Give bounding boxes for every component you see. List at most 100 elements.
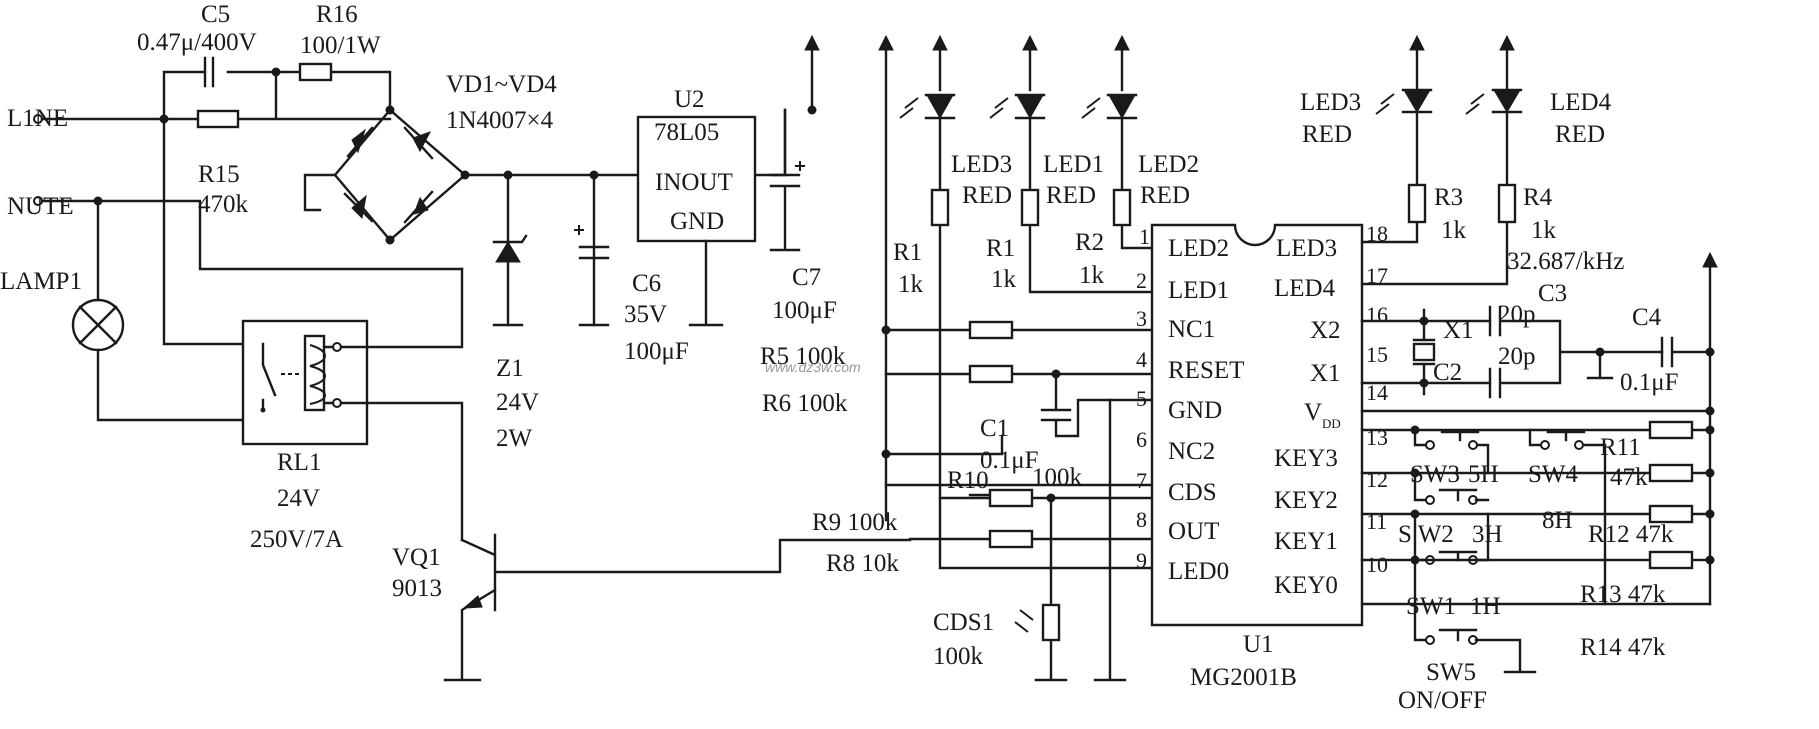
u1-pin15-num: 15	[1366, 342, 1388, 367]
led3l-color: RED	[962, 182, 1012, 209]
u1-pin13-label: KEY3	[1274, 445, 1338, 472]
r10-resistor	[988, 488, 1034, 508]
u1-pin12-label: KEY2	[1274, 487, 1338, 514]
r16-name: R16	[316, 1, 358, 28]
r15-name: R15	[198, 161, 240, 188]
c6-capacitor	[578, 245, 610, 260]
led4r-name: LED4	[1550, 89, 1612, 116]
lamp-label: LAMP1	[0, 268, 82, 295]
r1a-value: 1k	[898, 271, 924, 298]
r1a-name: R1	[893, 239, 922, 266]
sw4-name: SW4	[1528, 461, 1579, 488]
c5-name: C5	[201, 1, 230, 28]
u1-pin16-label: X2	[1310, 317, 1341, 344]
vq1-part: 9013	[392, 575, 442, 602]
u1-pin17-label: LED4	[1274, 275, 1336, 302]
u1-pin4-num: 4	[1136, 347, 1147, 372]
c6-name: C6	[632, 270, 661, 297]
u1-pin9-num: 9	[1136, 548, 1147, 573]
r11-resistor	[1648, 420, 1694, 440]
cds1-name: CDS1	[933, 609, 994, 636]
led2l-color: RED	[1140, 182, 1190, 209]
r4-resistor	[1497, 183, 1517, 224]
r12-resistor	[1648, 463, 1694, 483]
u1-pin3-label: NC1	[1168, 316, 1215, 343]
r3-resistor	[1407, 183, 1427, 224]
u2-pins-bottom: GND	[670, 208, 724, 235]
r10-value: 100k	[1032, 464, 1083, 491]
relay-rl1: RL1 24V 250V/7A	[241, 267, 464, 553]
cds1-value: 100k	[933, 643, 984, 670]
u1-vdd-sub: DD	[1322, 416, 1341, 431]
u1-pin6-num: 6	[1136, 427, 1147, 452]
c4-value: 0.1μF	[1620, 369, 1679, 396]
u1-pin9-label: LED0	[1168, 558, 1229, 585]
u1-pin2-num: 2	[1136, 268, 1147, 293]
led2l-name: LED2	[1138, 151, 1199, 178]
c3-name: C3	[1538, 280, 1567, 307]
u1-pin3-num: 3	[1136, 306, 1147, 331]
r9-label: R9 100k	[812, 509, 898, 536]
r11-value: 47k	[1610, 464, 1648, 491]
power-supply: Z1 24V 2W C6 35V 100μF U2 78L05 INOUT GN…	[463, 34, 837, 452]
u1-pin17-num: 17	[1366, 263, 1388, 288]
c1-name: C1	[980, 415, 1009, 442]
sw5-switch	[1413, 558, 1537, 674]
u2-name: U2	[674, 86, 705, 113]
u1-pin12-num: 12	[1366, 467, 1388, 492]
sw5-name: SW5	[1426, 659, 1476, 686]
r10-name: R10	[947, 467, 989, 494]
u1-pin16-num: 16	[1366, 302, 1388, 327]
cds1-ldr	[1041, 603, 1061, 642]
c5-value: 0.47μ/400V	[137, 29, 257, 56]
u1-pin6-label: NC2	[1168, 438, 1215, 465]
r2-name: R2	[1075, 229, 1104, 256]
right-leds: LED3 RED LED4 RED R3 1k R4 1k 32.687/kHz	[1300, 34, 1624, 286]
r6-label: R6 100k	[762, 390, 848, 417]
u1-vdd-label: V	[1304, 399, 1322, 426]
sw3-time: 5H	[1468, 461, 1499, 488]
sw3-name: SW3	[1410, 461, 1460, 488]
u1-pin4-label: RESET	[1168, 357, 1244, 384]
nute-label: NUTE	[7, 193, 74, 220]
vq1-name: VQ1	[392, 544, 441, 571]
u1-pin5-label: GND	[1168, 397, 1222, 424]
sw1-time: 1H	[1470, 593, 1501, 620]
led1l-color: RED	[1046, 182, 1096, 209]
rl1-rating: 250V/7A	[250, 526, 343, 553]
line-label: L1NE	[7, 105, 68, 132]
sw2-name: S W2	[1398, 521, 1454, 548]
sw3-switch	[1413, 428, 1490, 475]
oscillator: X1 C2 20p C3 20p C4 0.1μF	[1360, 251, 1718, 399]
c2-value: 20p	[1498, 343, 1536, 370]
crystal-x1	[1412, 342, 1436, 362]
sw1-switch	[1413, 512, 1490, 565]
c7-capacitor	[769, 108, 801, 252]
rl1-name: RL1	[277, 449, 321, 476]
r13-resistor	[1648, 504, 1694, 524]
led3r-color: RED	[1302, 121, 1352, 148]
u1-pin18-label: LED3	[1276, 235, 1337, 262]
r4-value: 1k	[1531, 217, 1557, 244]
r3-value: 1k	[1441, 217, 1467, 244]
r1a-resistor	[930, 188, 950, 227]
led4r-color: RED	[1555, 121, 1605, 148]
u1-pin7-label: CDS	[1168, 479, 1217, 506]
input-network: L1NE NUTE C5 0.47μ/400V R16 100/1W R15 4…	[7, 1, 464, 346]
r14-resistor	[1648, 550, 1694, 570]
led2-left	[1108, 94, 1136, 120]
sw4-time: 8H	[1542, 507, 1573, 534]
r3-name: R3	[1434, 184, 1463, 211]
z1-w: 2W	[496, 425, 533, 452]
r15-value: 470k	[198, 191, 249, 218]
r2-value: 1k	[1079, 262, 1105, 289]
u1-pin11-label: KEY1	[1274, 528, 1338, 555]
c5-capacitor	[203, 56, 215, 88]
r13-label: R13 47k	[1580, 581, 1666, 608]
u1-pin13-num: 13	[1366, 425, 1388, 450]
c7-value: 100μF	[772, 297, 837, 324]
u1-pin14-num: 14	[1366, 380, 1388, 405]
ic-u1: LED2 LED1 NC1 RESET GND NC2 CDS OUT LED0…	[1136, 221, 1388, 691]
led4-right	[1493, 89, 1521, 113]
u1-pin1-label: LED2	[1168, 235, 1229, 262]
